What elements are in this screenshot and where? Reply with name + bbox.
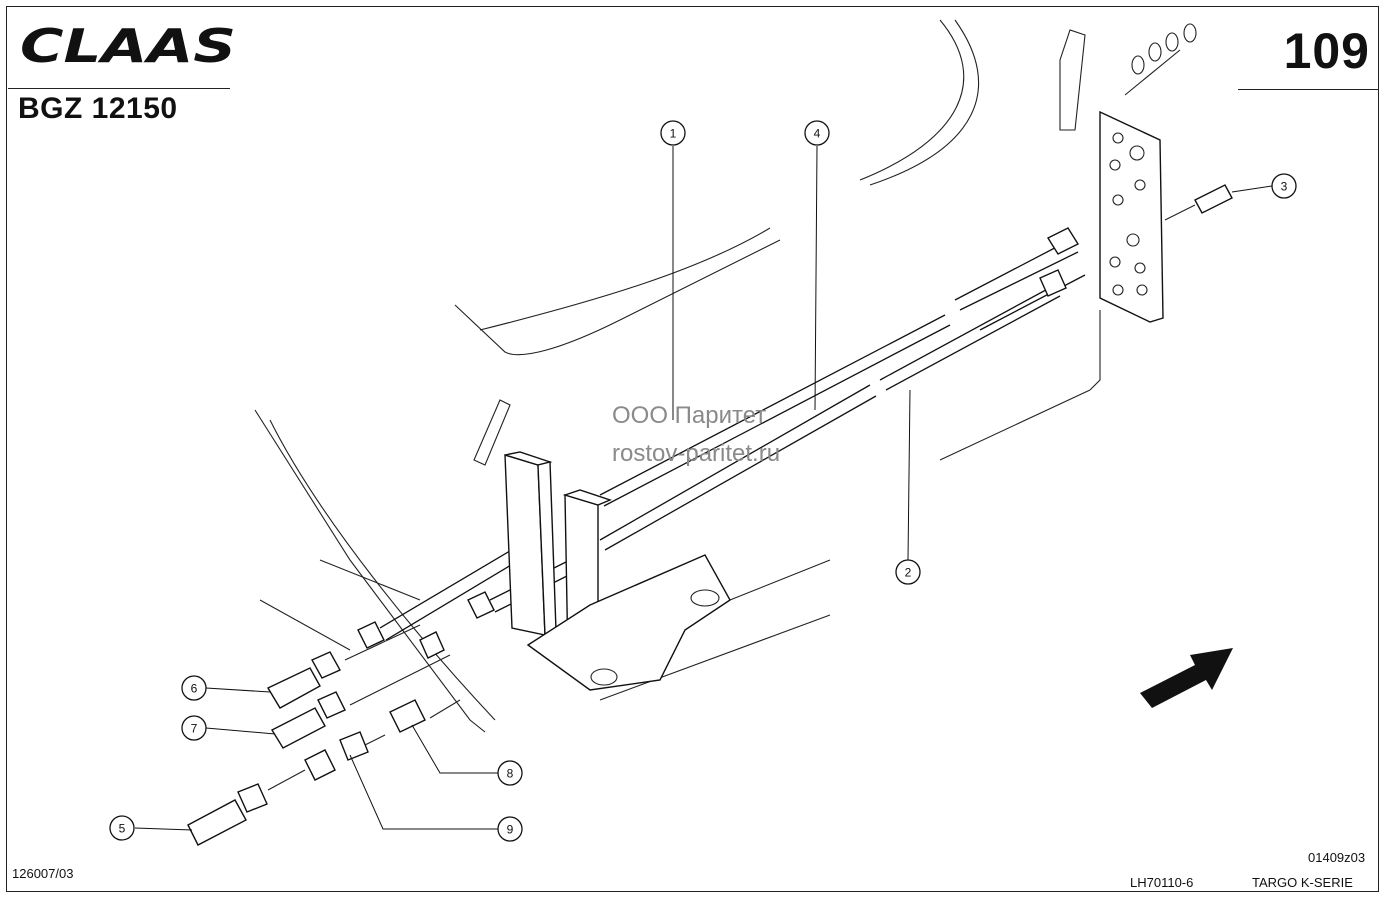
mounting-plate: [1099, 110, 1164, 323]
callout-6: 6: [181, 675, 207, 701]
callout-2: 2: [895, 559, 921, 585]
doc-code: BGZ 12150: [18, 92, 178, 125]
svg-text:9: 9: [507, 823, 514, 837]
callout-1: 1: [660, 120, 686, 146]
callout-5: 5: [109, 815, 135, 841]
svg-text:6: 6: [191, 682, 198, 696]
svg-text:5: 5: [119, 822, 126, 836]
callout-3: 3: [1271, 173, 1297, 199]
pipe-lines: [357, 227, 1086, 659]
footer-drawing-code: 01409z03: [1308, 850, 1366, 865]
direction-arrow: [1140, 648, 1233, 708]
page-number: 109: [1283, 23, 1370, 79]
footer-reference: LH70110-6: [1130, 875, 1194, 890]
callout-8: 8: [497, 760, 523, 786]
title-rule: [8, 88, 230, 89]
watermark-company: ООО Паритет: [612, 402, 767, 429]
callout-7: 7: [181, 715, 207, 741]
page-number-rule: [1238, 89, 1378, 90]
watermark-url: rostov-paritet.ru: [612, 440, 781, 467]
fitting-3: [1164, 184, 1233, 221]
footer-left-code: 126007/03: [12, 866, 74, 881]
svg-text:3: 3: [1281, 180, 1288, 194]
svg-text:7: 7: [191, 722, 198, 736]
svg-text:8: 8: [507, 767, 514, 781]
callout-9: 9: [497, 816, 523, 842]
callout-4: 4: [804, 120, 830, 146]
leader-lines: [134, 145, 1273, 831]
footer-series: TARGO K-SERIE: [1252, 875, 1353, 890]
page-frame: [6, 6, 1379, 892]
svg-text:CLAAS: CLAAS: [20, 19, 236, 70]
svg-text:4: 4: [814, 127, 821, 141]
lower-fittings: [187, 624, 461, 846]
clamp-blocks: [504, 451, 731, 691]
machine-outline: [254, 19, 1197, 733]
svg-text:2: 2: [905, 566, 912, 580]
svg-text:1: 1: [670, 127, 677, 141]
claas-logo: CLAAS: [20, 19, 236, 70]
